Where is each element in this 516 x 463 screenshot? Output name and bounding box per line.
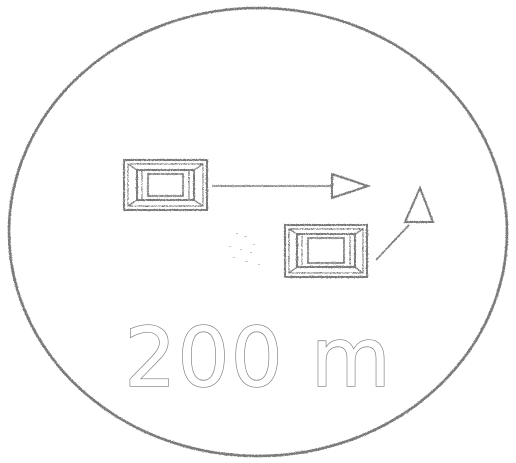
distance-label: 200 m [124, 311, 392, 406]
diagonal-arrow-icon [375, 185, 435, 261]
vehicle-icon-front [123, 159, 208, 211]
speckle-marks [229, 233, 260, 265]
sign-border-ring [7, 6, 509, 458]
forward-arrow-icon [212, 172, 372, 200]
vehicle-icon-rear [284, 224, 368, 278]
